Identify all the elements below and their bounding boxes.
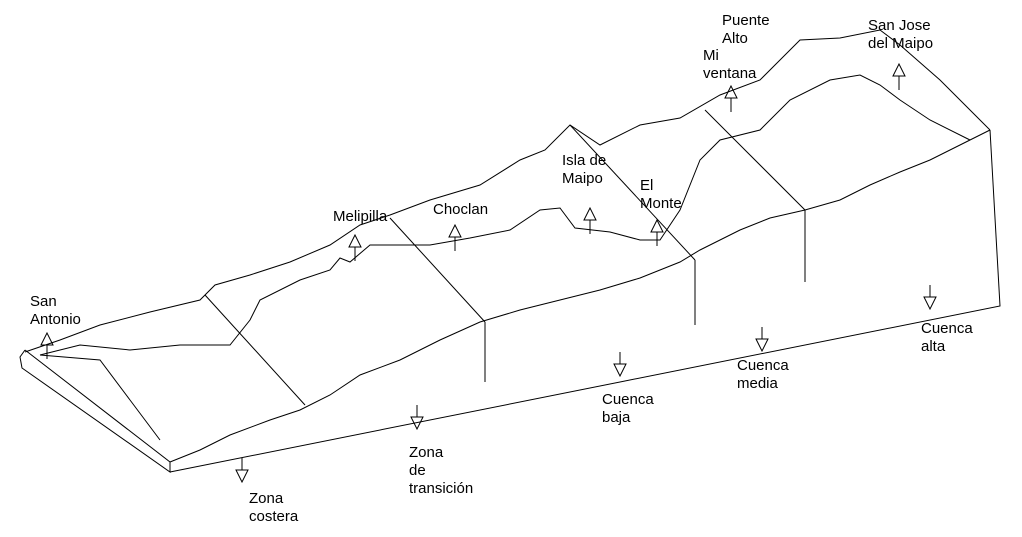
zone-divider-3 [569, 124, 696, 261]
label-isla-de-maipo: Isla de Maipo [562, 152, 607, 187]
up-arrow-icon [650, 218, 664, 246]
up-arrow-icon [583, 206, 597, 234]
label-zona-de-transicion: Zona de transición [409, 444, 474, 497]
left-face-detail [39, 354, 161, 441]
label-mi-ventana: Mi ventana [703, 47, 757, 82]
river-line [39, 74, 971, 356]
label-zona-costera: Zona costera [249, 490, 299, 525]
label-melipilla: Melipilla [333, 208, 388, 225]
down-arrow-icon [613, 352, 627, 378]
down-arrow-icon [235, 458, 249, 484]
label-san-antonio: San Antonio [30, 293, 81, 328]
up-arrow-icon [348, 233, 362, 261]
down-arrow-icon [755, 327, 769, 353]
up-arrow-icon [448, 223, 462, 251]
left-end-face [19, 349, 171, 473]
arrow-markers [40, 62, 937, 484]
down-arrow-icon [410, 405, 424, 431]
down-arrow-icon [923, 285, 937, 311]
front-bottom-edge [169, 129, 1001, 473]
label-san-jose-del-maipo: San Jose del Maipo [868, 17, 934, 52]
zone-divider-2 [389, 217, 486, 323]
up-arrow-icon [40, 331, 54, 359]
label-choclan: Choclan [433, 201, 489, 218]
label-cuenca-baja: Cuenca baja [602, 391, 654, 426]
label-cuenca-alta: Cuenca alta [921, 320, 973, 355]
zone-divider-1 [204, 294, 306, 406]
label-cuenca-media: Cuenca media [737, 357, 789, 392]
up-arrow-icon [724, 84, 738, 112]
label-puente-alto: Puente Alto [722, 12, 770, 47]
front-top-edge [169, 129, 991, 463]
label-el-monte: El Monte [640, 177, 682, 212]
zone-divider-4 [704, 109, 806, 211]
back-ridge-line [24, 29, 991, 353]
up-arrow-icon [892, 62, 906, 90]
